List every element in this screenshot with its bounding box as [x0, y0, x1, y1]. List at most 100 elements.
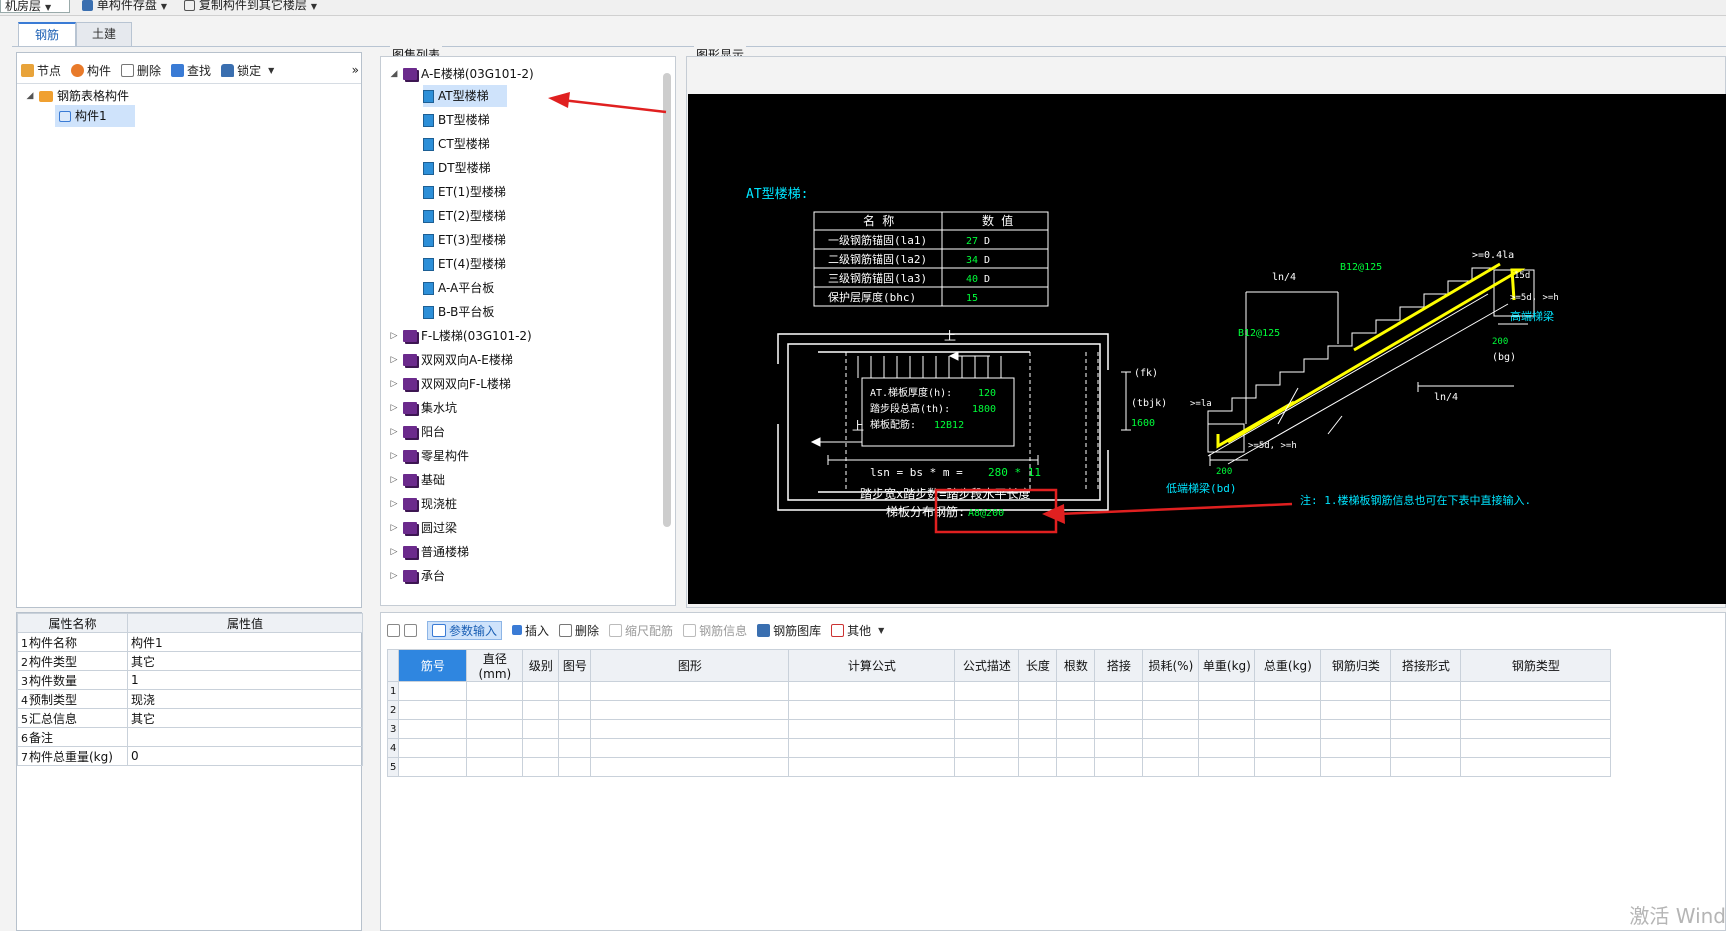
grid-cell[interactable]	[1254, 719, 1322, 739]
grid-cell[interactable]	[1056, 757, 1096, 777]
rebar-grid[interactable]: 筋号直径(mm)级别图号图形计算公式公式描述长度根数搭接损耗(%)单重(kg)总…	[386, 649, 1612, 777]
grid-cell[interactable]	[954, 757, 1020, 777]
insert-button[interactable]: 插入	[512, 622, 549, 639]
grid-column-header[interactable]: 总重(kg)	[1254, 649, 1322, 682]
grid-cell[interactable]	[1460, 700, 1612, 720]
grid-cell[interactable]	[954, 700, 1020, 720]
grid-cell[interactable]	[1018, 738, 1058, 758]
grid-cell[interactable]	[1320, 681, 1392, 701]
grid-cell[interactable]	[466, 700, 524, 720]
expand-arrow-icon[interactable]: ▷	[390, 331, 398, 341]
grid-cell[interactable]	[1390, 681, 1462, 701]
property-row[interactable]: 1构件名称构件1	[17, 632, 363, 652]
delete-component-button[interactable]: 删除	[121, 62, 161, 79]
atlas-item[interactable]: ET(4)型楼梯	[423, 253, 506, 275]
grid-cell[interactable]	[1198, 700, 1256, 720]
grid-cell[interactable]	[1460, 719, 1612, 739]
expand-arrow-icon[interactable]: ▷	[390, 451, 398, 461]
grid-cell[interactable]	[522, 757, 560, 777]
grid-cell[interactable]	[522, 719, 560, 739]
grid-cell[interactable]	[466, 719, 524, 739]
find-button[interactable]: 查找	[171, 62, 211, 79]
grid-cell[interactable]	[954, 719, 1020, 739]
tree-root-table-components[interactable]: ◢ 钢筋表格构件	[25, 85, 129, 107]
move-down-button[interactable]	[404, 623, 417, 637]
expand-arrow-icon[interactable]: ▷	[390, 499, 398, 509]
grid-cell[interactable]	[398, 700, 468, 720]
grid-cell[interactable]	[1460, 757, 1612, 777]
grid-cell[interactable]	[1460, 681, 1612, 701]
grid-cell[interactable]	[1320, 738, 1392, 758]
atlas-item[interactable]: ET(1)型楼梯	[423, 181, 506, 203]
expand-arrow-icon[interactable]: ▷	[390, 547, 398, 557]
grid-cell[interactable]	[558, 681, 592, 701]
grid-cell[interactable]	[522, 681, 560, 701]
atlas-group[interactable]: ▷承台	[389, 565, 445, 587]
grid-column-header[interactable]: 损耗(%)	[1142, 649, 1200, 682]
property-value-cell[interactable]: 1	[127, 670, 363, 690]
grid-cell[interactable]	[788, 700, 956, 720]
grid-column-header[interactable]: 搭接形式	[1390, 649, 1462, 682]
atlas-group[interactable]: ▷基础	[389, 469, 445, 491]
grid-cell[interactable]	[1142, 719, 1200, 739]
atlas-scrollbar-thumb[interactable]	[663, 73, 671, 527]
grid-cell[interactable]	[1056, 719, 1096, 739]
grid-cell[interactable]	[398, 719, 468, 739]
grid-cell[interactable]	[590, 757, 790, 777]
grid-cell[interactable]	[1094, 719, 1144, 739]
grid-row[interactable]: 5	[386, 757, 1612, 777]
grid-column-header[interactable]: 图形	[590, 649, 790, 682]
property-value-cell[interactable]: 构件1	[127, 632, 363, 652]
grid-row[interactable]: 1	[386, 681, 1612, 701]
tree-item-component1[interactable]: 构件1	[55, 105, 135, 127]
grid-cell[interactable]	[398, 681, 468, 701]
rebar-info-button[interactable]: 钢筋信息	[683, 622, 747, 639]
atlas-item[interactable]: B-B平台板	[423, 301, 494, 323]
grid-cell[interactable]	[788, 681, 956, 701]
grid-row-number[interactable]: 2	[386, 700, 400, 720]
grid-cell[interactable]	[1198, 757, 1256, 777]
collapse-arrow-icon[interactable]: ◢	[390, 69, 398, 79]
atlas-item[interactable]: A-A平台板	[423, 277, 494, 299]
toolbar-overflow-button[interactable]: »	[352, 63, 359, 77]
grid-cell[interactable]	[1056, 700, 1096, 720]
grid-column-header[interactable]: 钢筋类型	[1460, 649, 1612, 682]
grid-cell[interactable]	[1254, 738, 1322, 758]
grid-row-number[interactable]: 1	[386, 681, 400, 701]
grid-cell[interactable]	[1460, 738, 1612, 758]
property-value-cell[interactable]: 其它	[127, 708, 363, 728]
grid-cell[interactable]	[522, 738, 560, 758]
grid-row[interactable]: 4	[386, 738, 1612, 758]
grid-cell[interactable]	[558, 738, 592, 758]
property-row[interactable]: 5汇总信息其它	[17, 708, 363, 728]
grid-cell[interactable]	[1390, 757, 1462, 777]
grid-cell[interactable]	[1198, 681, 1256, 701]
grid-cell[interactable]	[590, 719, 790, 739]
grid-row[interactable]: 3	[386, 719, 1612, 739]
grid-column-header[interactable]: 筋号	[398, 649, 468, 682]
grid-cell[interactable]	[1056, 681, 1096, 701]
grid-cell[interactable]	[466, 681, 524, 701]
property-row[interactable]: 2构件类型其它	[17, 651, 363, 671]
atlas-group[interactable]: ▷零星构件	[389, 445, 469, 467]
grid-column-header[interactable]: 单重(kg)	[1198, 649, 1256, 682]
atlas-item[interactable]: ET(2)型楼梯	[423, 205, 506, 227]
grid-column-header[interactable]: 级别	[522, 649, 560, 682]
atlas-group[interactable]: ▷双网双向F-L楼梯	[389, 373, 511, 395]
expand-arrow-icon[interactable]: ▷	[390, 475, 398, 485]
grid-cell[interactable]	[1094, 738, 1144, 758]
atlas-group[interactable]: ▷阳台	[389, 421, 445, 443]
grid-row-number[interactable]: 4	[386, 738, 400, 758]
grid-cell[interactable]	[590, 700, 790, 720]
grid-cell[interactable]	[954, 681, 1020, 701]
atlas-group[interactable]: ▷双网双向A-E楼梯	[389, 349, 513, 371]
grid-cell[interactable]	[1320, 757, 1392, 777]
grid-column-header[interactable]: 根数	[1056, 649, 1096, 682]
grid-row-number[interactable]: 3	[386, 719, 400, 739]
grid-cell[interactable]	[466, 757, 524, 777]
grid-cell[interactable]	[1254, 700, 1322, 720]
param-input-button[interactable]: 参数输入	[427, 620, 503, 640]
grid-cell[interactable]	[1018, 719, 1058, 739]
